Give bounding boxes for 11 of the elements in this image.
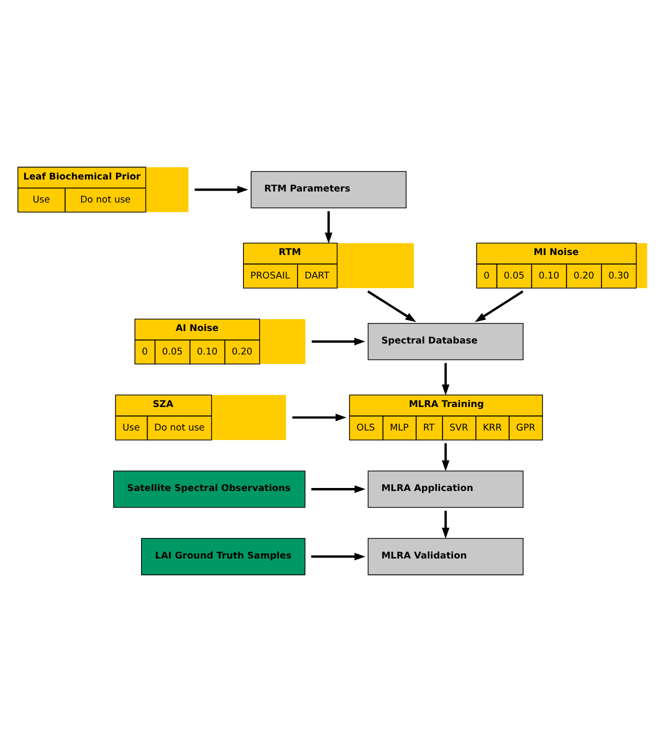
arrow bbox=[292, 413, 346, 421]
arrow bbox=[312, 337, 366, 345]
arrow bbox=[311, 552, 366, 560]
arrow bbox=[442, 510, 450, 538]
arrow bbox=[442, 442, 450, 471]
arrow bbox=[311, 484, 366, 492]
arrow bbox=[324, 210, 332, 244]
arrow bbox=[474, 290, 524, 322]
arrow bbox=[367, 290, 416, 322]
arrow bbox=[442, 362, 450, 395]
arrow bbox=[194, 185, 248, 193]
